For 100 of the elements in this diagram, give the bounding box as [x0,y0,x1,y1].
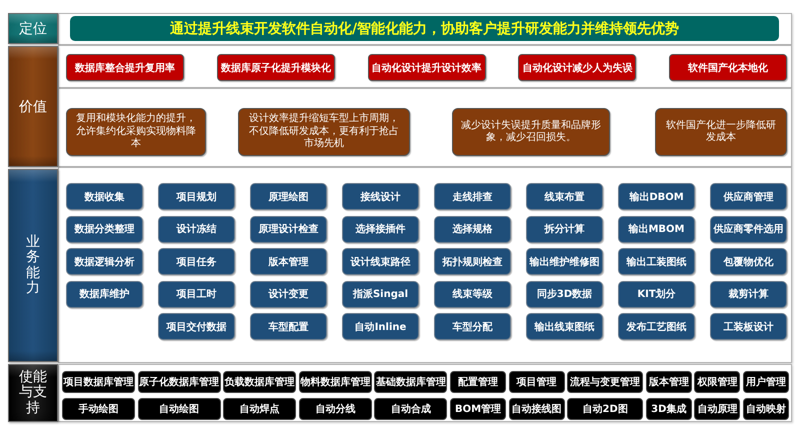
category-band [8,46,58,167]
support-box [567,371,644,393]
capability-label: 包覆物优化 [724,256,774,268]
capability-label: 车型分配 [452,320,492,334]
capability-label: 版本管理 [268,256,308,268]
support-box [508,371,565,393]
capability-label: 输出工装图纸 [626,256,686,268]
capability-box [250,216,327,242]
capability-label: 自动Inline [354,320,406,334]
support-box [743,398,789,420]
value-card [238,108,410,156]
capability-box [526,183,603,210]
capability-box [250,248,327,275]
support-box [138,398,221,420]
support-label: 负载数据库管理 [224,375,295,389]
capability-box [158,248,235,275]
capability-label: 拆分计算 [544,222,584,236]
support-label: 基础数据库管理 [376,375,446,389]
capability-box [710,183,787,210]
capability-box [342,248,419,275]
category-label: 使能与支持 [19,370,47,416]
capability-box [526,280,603,308]
capability-box [618,183,695,210]
support-box [223,371,296,393]
value-tag [66,54,184,81]
value-tag [216,54,335,81]
category-label: 价值 [19,98,47,116]
capability-label: 输出线束图纸 [534,320,594,334]
capability-box [250,280,327,308]
capability-label: 接线设计 [360,190,400,204]
support-box [743,371,789,393]
support-label: 自动合成 [390,402,431,416]
capability-label: 指派Singal [352,288,408,301]
tag-label: 自动化设计减少人为失误 [522,62,632,74]
support-label: 项目管理 [516,376,557,389]
capability-label: 输出MBOM [628,222,685,236]
capability-box [158,280,235,308]
capability-box [342,216,419,242]
capability-label: 数据逻辑分析 [74,256,134,268]
support-box [508,398,565,420]
support-label: 自动分线 [315,402,356,416]
tag-label: 自动化设计提升设计效率 [372,61,482,74]
support-label: 自动接线图 [512,402,562,416]
capability-label: 供应商零件选用 [714,222,784,236]
card-text: 复用和模块化能力的提升，允许集约化采购实现物料降本 [75,113,197,151]
value-tag [518,54,636,81]
support-label: BOM管理 [454,402,502,416]
support-label: 3D集成 [651,402,686,416]
support-box [450,371,506,393]
support-label: 权限管理 [697,376,738,389]
support-box [694,398,740,420]
capability-box [250,313,327,340]
support-box [374,371,448,393]
capability-label: 项目工时 [176,288,216,301]
capability-box [526,248,603,275]
capability-box [618,280,695,308]
capability-box [342,183,419,210]
capability-label: 数据分类整理 [74,222,134,236]
capability-box [342,280,419,308]
support-label: 自动2D图 [582,402,628,416]
capability-box [618,248,695,275]
capability-label: 项目规划 [176,190,216,204]
support-label: 原子化数据库管理 [139,375,220,389]
capability-label: 选择接插件 [356,222,406,236]
capability-box [434,216,511,242]
category-band [8,13,58,44]
capability-label: 车型配置 [268,320,308,334]
card-text: 减少设计失误提升质量和品牌形象，减少召回损失。 [460,120,602,144]
capability-label: KIT划分 [637,288,676,301]
value-tag [669,54,787,81]
support-box [694,371,740,393]
category-label: 业务能力 [26,234,40,296]
support-label: 物料数据库管理 [300,375,370,389]
support-label: 自动映射 [746,402,786,416]
support-box [298,398,372,420]
capability-label: 同步3D数据 [536,288,592,301]
capability-box [250,183,327,210]
capability-label: 设计线束路径 [350,256,410,268]
capability-box [434,248,511,275]
capability-label: 拓扑规则检查 [442,256,502,268]
capability-box [434,183,511,210]
capability-box [526,313,603,340]
support-label: 项目数据库管理 [64,375,134,389]
capability-box [618,216,695,242]
value-card [452,108,610,156]
capability-box [66,280,143,308]
category-band [8,364,58,422]
capability-label: 工装板设计 [724,320,774,334]
capability-label: 项目任务 [176,256,216,268]
capability-label: 数据收集 [84,190,124,204]
capability-box [158,183,235,210]
capability-label: 设计冻结 [176,222,216,236]
tag-label: 软件国产化本地化 [688,62,768,74]
capability-label: 走线排查 [452,190,492,204]
support-box [374,398,448,420]
support-box [62,371,135,393]
category-band [8,169,58,362]
capability-label: 输出维护维修图 [530,255,600,268]
support-box [138,371,221,393]
capability-label: 输出DBOM [629,190,684,204]
